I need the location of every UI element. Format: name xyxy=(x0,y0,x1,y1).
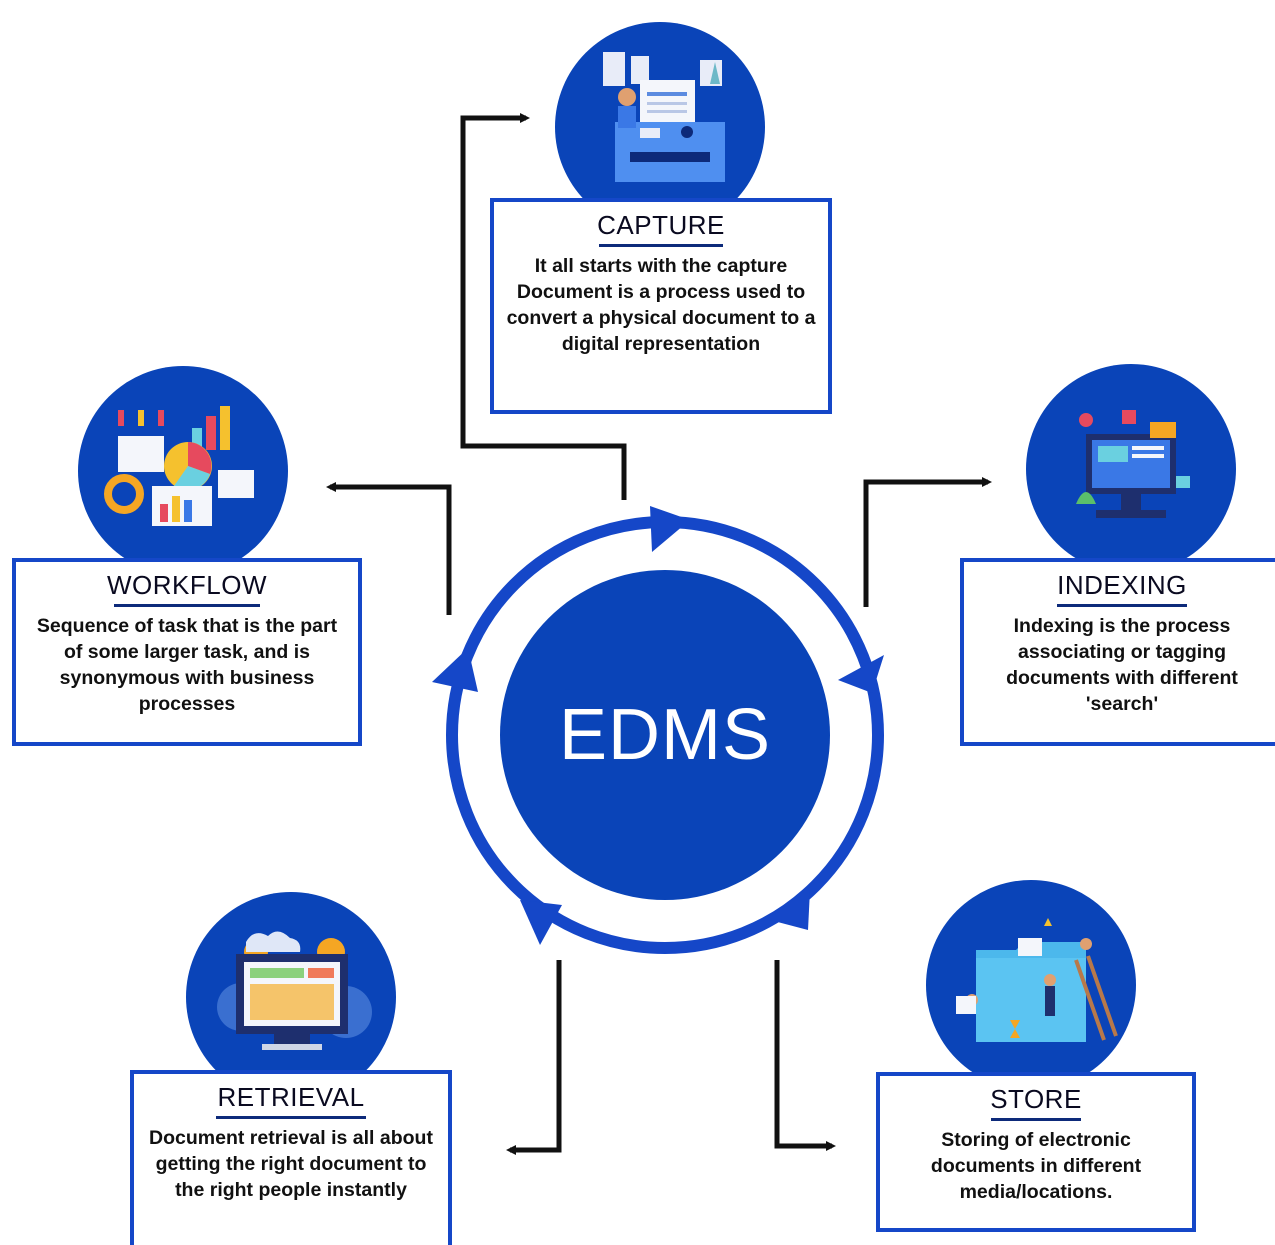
store-underline xyxy=(991,1118,1081,1121)
retrieval-underline xyxy=(216,1116,366,1119)
arrow-to-workflow xyxy=(326,482,452,615)
arrow-to-store xyxy=(774,960,836,1151)
folder-storage-icon xyxy=(926,880,1136,1090)
workflow-card: WORKFLOW Sequence of task that is the pa… xyxy=(12,558,362,746)
retrieval-card: RETRIEVAL Document retrieval is all abou… xyxy=(130,1070,452,1245)
capture-description: It all starts with the capture Document … xyxy=(506,255,816,355)
indexing-title: INDEXING xyxy=(1057,570,1187,600)
workflow-description: Sequence of task that is the part of som… xyxy=(36,615,338,715)
retrieval-description: Document retrieval is all about getting … xyxy=(149,1127,433,1201)
arrow-to-capture xyxy=(460,113,627,500)
store-description: Storing of electronic documents in diffe… xyxy=(930,1129,1142,1203)
ring-arrow-bottom-left xyxy=(520,900,562,945)
ring-arrow-left xyxy=(432,648,478,692)
arrow-to-indexing xyxy=(863,477,992,607)
arrow-to-retrieval xyxy=(506,960,562,1155)
capture-title: CAPTURE xyxy=(597,210,725,240)
capture-card: CAPTURE It all starts with the capture D… xyxy=(490,198,832,414)
edms-disk xyxy=(500,570,830,900)
store-card: STORE Storing of electronic documents in… xyxy=(876,1072,1196,1232)
monitor-gears-icon xyxy=(186,892,396,1102)
ring-arrow-right xyxy=(838,655,884,693)
store-title: STORE xyxy=(990,1084,1082,1114)
analytics-charts-icon xyxy=(78,366,288,576)
capture-underline xyxy=(599,244,723,247)
ring-arrow-bottom-right xyxy=(770,890,810,930)
workflow-title: WORKFLOW xyxy=(107,570,267,600)
indexing-underline xyxy=(1057,604,1187,607)
scanner-invoice-icon xyxy=(555,22,765,232)
workflow-underline xyxy=(114,604,260,607)
retrieval-title: RETRIEVAL xyxy=(217,1082,365,1112)
indexing-card: INDEXING Indexing is the process associa… xyxy=(960,558,1275,746)
ring-arrow-top xyxy=(650,506,690,552)
edms-center-label: EDMS xyxy=(558,695,772,775)
indexing-description: Indexing is the process associating or t… xyxy=(1006,615,1238,715)
computer-cms-icon xyxy=(1026,364,1236,574)
